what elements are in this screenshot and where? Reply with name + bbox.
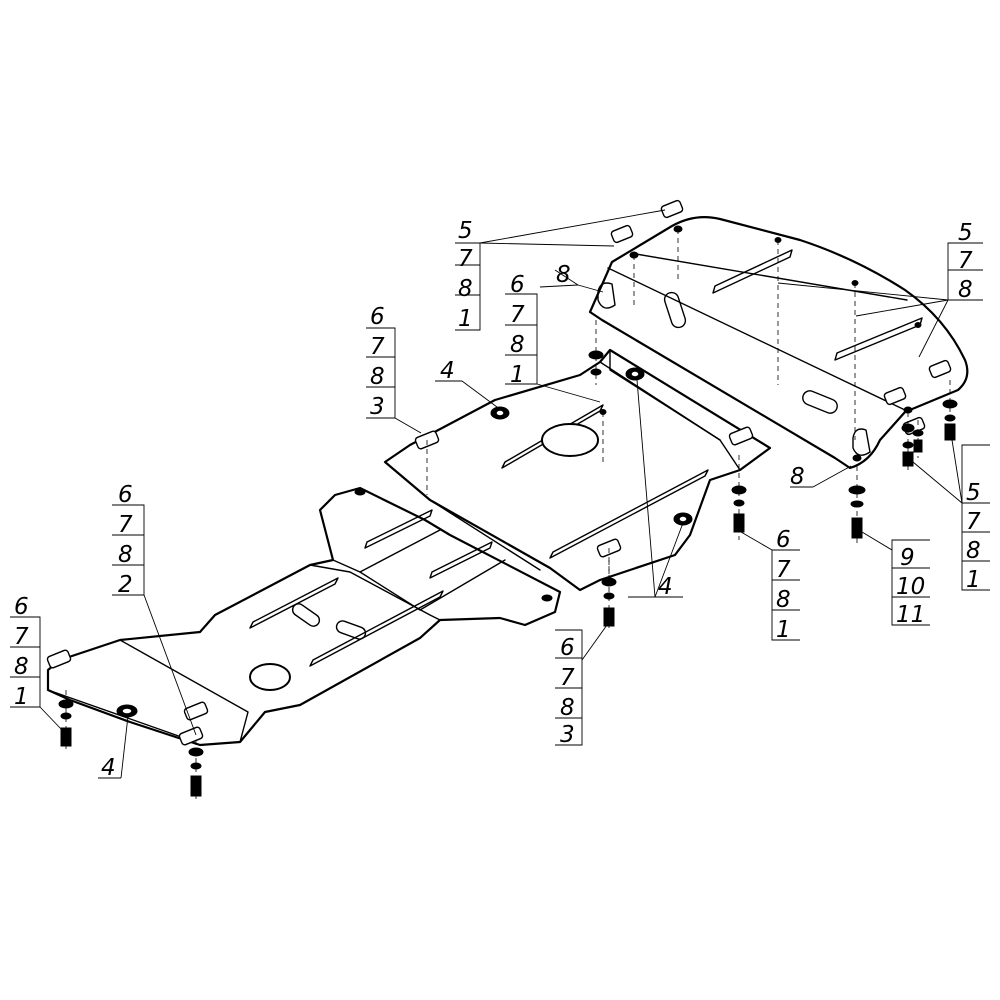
fastener-stack-mid-bottom — [601, 560, 617, 630]
callout-label: 10 — [896, 574, 925, 600]
callout-label: 7 — [510, 302, 525, 328]
fastener-stack-front-right — [901, 380, 958, 470]
callout-left-mid: 6 7 8 2 — [118, 482, 133, 598]
callout-label: 5 — [458, 218, 473, 244]
callout-label: 6 — [776, 527, 791, 553]
callout-label: 7 — [966, 509, 981, 535]
front-skid-plate — [588, 199, 969, 470]
callout-right-mid: 6 7 8 1 — [776, 527, 791, 643]
callout-label: 1 — [966, 567, 981, 593]
callout-top-right: 5 7 8 — [958, 220, 973, 303]
callout-label: 5 — [966, 480, 981, 506]
callout-label: 3 — [370, 394, 385, 420]
fastener-stack-rear-left — [58, 690, 74, 750]
callout-label: 8 — [560, 695, 575, 721]
callout-label: 8 — [510, 332, 525, 358]
callout-label: 9 — [900, 545, 915, 571]
callout-label: 7 — [14, 624, 29, 650]
callout-label: 8 — [458, 276, 473, 302]
callout-boss-center: 4 — [658, 574, 673, 600]
callout-label: 1 — [458, 306, 473, 332]
fastener-stack-front-bottom — [848, 466, 866, 545]
callout-bracket-front: 8 — [556, 262, 571, 288]
callout-center-bottom: 6 7 8 3 — [560, 635, 575, 748]
callout-label: 6 — [560, 635, 575, 661]
callout-label: 5 — [958, 220, 973, 246]
callout-far-left: 6 7 8 1 — [14, 594, 29, 710]
middle-skid-plate — [383, 348, 772, 592]
callout-label: 8 — [370, 364, 385, 390]
callout-label: 1 — [776, 617, 791, 643]
callout-label: 3 — [560, 722, 575, 748]
callout-label: 6 — [370, 304, 385, 330]
callout-label: 7 — [458, 246, 473, 272]
callout-bottom-right-a: 9 10 11 — [896, 545, 925, 628]
callout-label: 7 — [776, 557, 791, 583]
callout-label: 8 — [118, 542, 133, 568]
leader-lines — [10, 209, 990, 779]
callout-label: 7 — [560, 665, 575, 691]
callout-label: 2 — [118, 572, 133, 598]
callout-label: 1 — [14, 684, 29, 710]
callout-bottom-right-b: 5 7 8 1 — [966, 480, 981, 593]
callout-label: 6 — [14, 594, 29, 620]
callout-label: 8 — [958, 277, 973, 303]
callout-label: 7 — [958, 248, 973, 274]
callout-bracket-rear: 8 — [790, 464, 805, 490]
callout-boss-upper: 4 — [440, 358, 455, 384]
callout-boss-left: 4 — [101, 755, 116, 781]
callout-left-upper: 6 7 8 3 — [370, 304, 385, 420]
callout-label: 8 — [966, 538, 981, 564]
callout-label: 1 — [510, 362, 525, 388]
callout-label: 7 — [370, 334, 385, 360]
fastener-stack-mid-right — [731, 455, 747, 540]
callout-mid-upper: 6 7 8 1 — [510, 272, 525, 388]
callout-label: 8 — [776, 587, 791, 613]
callout-label: 11 — [896, 602, 925, 628]
callout-top-left: 5 7 8 1 — [458, 218, 473, 332]
fastener-stack-front-left — [588, 320, 604, 385]
callout-label: 7 — [118, 512, 133, 538]
callout-label: 6 — [118, 482, 133, 508]
fastener-stack-rear-right — [188, 740, 204, 800]
callout-label: 8 — [14, 654, 29, 680]
callout-label: 6 — [510, 272, 525, 298]
